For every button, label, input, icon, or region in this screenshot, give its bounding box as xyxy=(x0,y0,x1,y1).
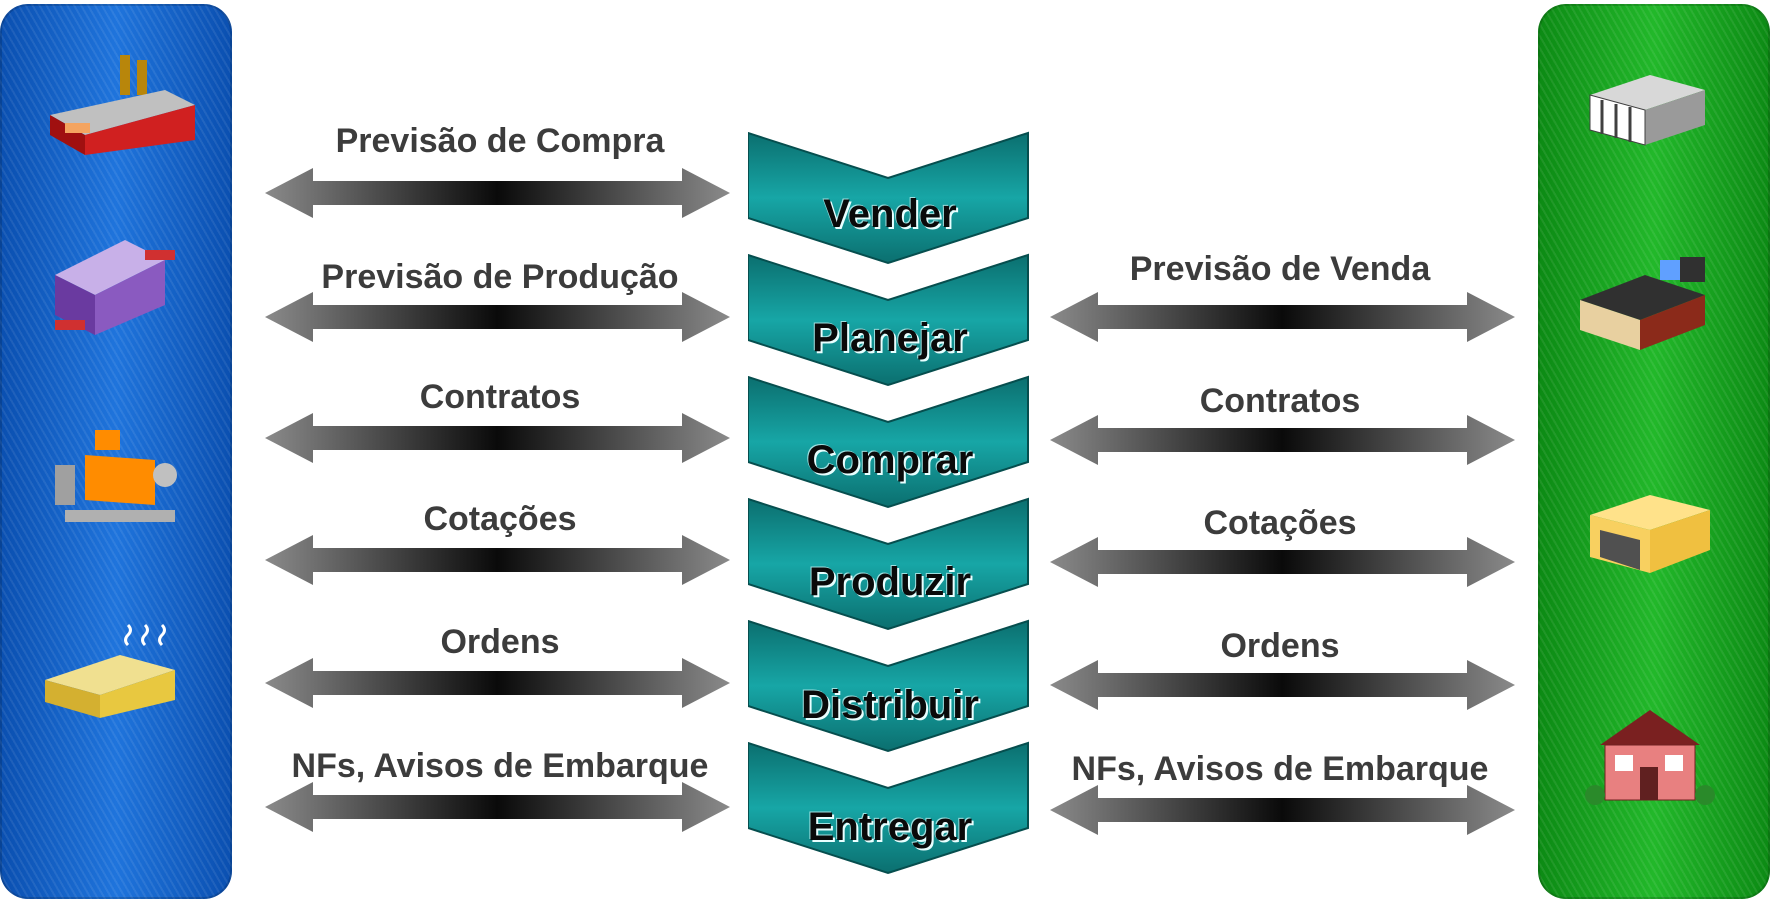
supplier-panel xyxy=(0,4,232,899)
right-flow-label-0: Previsão de Venda xyxy=(1129,250,1431,288)
house-icon xyxy=(1585,710,1715,805)
left-flow-label-4: Ordens xyxy=(440,623,560,661)
step-distribuir: Distribuir xyxy=(801,683,979,727)
right-flow-arrow-2 xyxy=(1050,537,1515,587)
left-flow-arrow-1 xyxy=(265,292,730,342)
left-flow-label-1: Previsão de Produção xyxy=(321,258,679,296)
right-flow-label-4: NFs, Avisos de Embarque xyxy=(1071,750,1489,788)
chevron-entregar xyxy=(748,741,1029,875)
right-flow-label-2: Cotações xyxy=(1203,504,1357,542)
chevron-vender xyxy=(748,131,1029,265)
step-vender: Vender xyxy=(823,192,957,236)
step-planejar: Planejar xyxy=(812,316,968,360)
right-flow-label-3: Ordens xyxy=(1220,627,1340,665)
right-flow-label-1: Contratos xyxy=(1199,382,1361,420)
left-flow-arrow-0 xyxy=(265,168,730,218)
left-flow-label-2: Contratos xyxy=(419,378,581,416)
mill-icon xyxy=(45,623,175,718)
right-flow-arrow-4 xyxy=(1050,785,1515,835)
distribution-center-icon xyxy=(55,240,175,335)
left-flow-label-5: NFs, Avisos de Embarque xyxy=(291,747,709,785)
right-flow-arrow-0 xyxy=(1050,292,1515,342)
chevron-planejar xyxy=(748,253,1029,387)
office-building-icon xyxy=(1589,75,1705,146)
left-flow-arrow-5 xyxy=(265,782,730,832)
process-chevrons xyxy=(748,131,1029,875)
right-flow-arrow-1 xyxy=(1050,415,1515,465)
factory-icon xyxy=(50,55,195,155)
left-flow-arrow-3 xyxy=(265,535,730,585)
left-flow-label-0: Previsão de Compra xyxy=(335,122,665,160)
warehouse-icon xyxy=(1590,495,1710,573)
left-flow-arrow-2 xyxy=(265,413,730,463)
left-flow-label-3: Cotações xyxy=(423,500,577,538)
left-flow-arrow-4 xyxy=(265,658,730,708)
plant-icon xyxy=(55,430,177,522)
step-produzir: Produzir xyxy=(808,560,972,604)
step-entregar: Entregar xyxy=(807,805,973,849)
chevron-distribuir xyxy=(748,619,1029,753)
chevron-comprar xyxy=(748,375,1029,509)
step-comprar: Comprar xyxy=(806,438,974,482)
chevron-produzir xyxy=(748,497,1029,631)
right-flow-arrow-3 xyxy=(1050,660,1515,710)
store-icon xyxy=(1580,257,1705,350)
